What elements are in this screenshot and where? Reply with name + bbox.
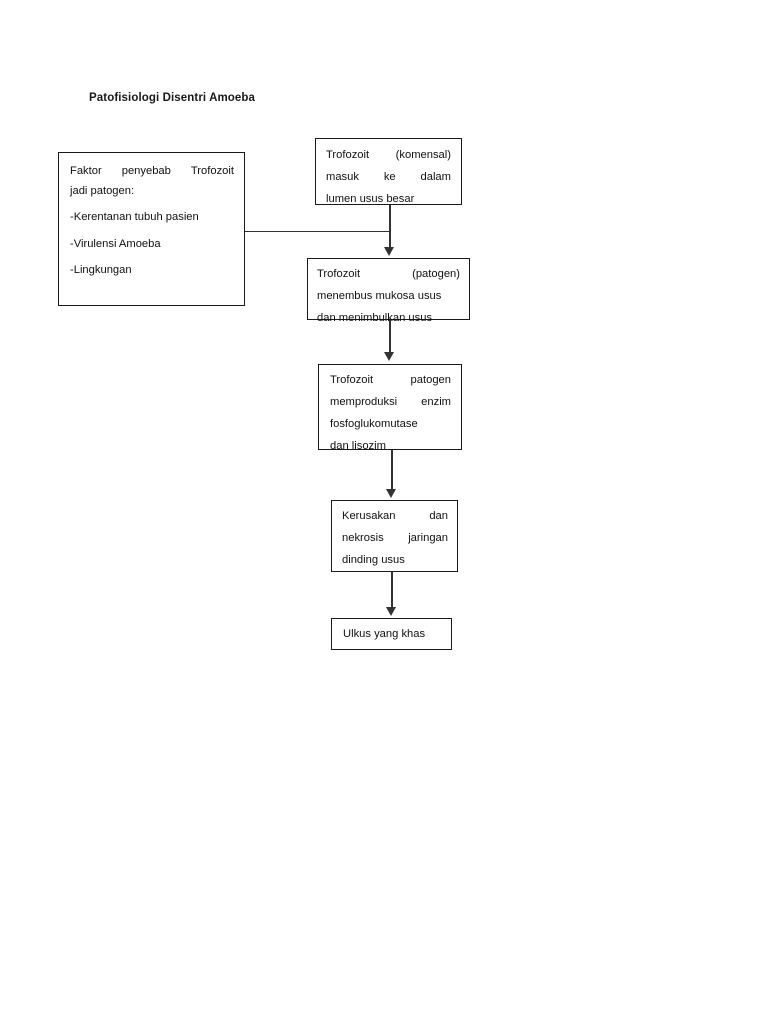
node-3-line-1: Trofozoit patogen: [330, 370, 451, 392]
flow-node-5-content: Ulkus yang khas: [332, 619, 451, 650]
node-4-line-3: dinding usus: [342, 553, 405, 566]
node-4-word-1: Kerusakan: [342, 510, 396, 522]
node-5-line-1: Ulkus yang khas: [343, 628, 426, 640]
node-4-word-3: nekrosis: [342, 531, 384, 544]
node-2-word-2: (patogen): [412, 268, 460, 280]
node-1-word-2: (komensal): [395, 149, 451, 161]
node-1-line-2: masuk ke dalam: [326, 167, 451, 189]
node-1-line-1: Trofozoit (komensal): [326, 145, 451, 167]
factors-box-content: Faktor penyebab Trofozoit jadi patogen: …: [59, 153, 244, 289]
node-1-line-3: lumen usus besar: [326, 192, 415, 205]
flow-node-trofozoit-komensal[interactable]: Trofozoit (komensal) masuk ke dalam lume…: [315, 138, 462, 205]
node-3-word-3: memproduksi: [330, 395, 398, 408]
spacer: [70, 201, 234, 208]
node-4-line-1: Kerusakan dan: [342, 506, 448, 528]
factors-heading-word-2: penyebab: [121, 165, 171, 177]
factors-item-3: -Lingkungan: [70, 264, 132, 277]
node-1-word-1: Trofozoit: [326, 149, 370, 161]
node-4-word-2: dan: [429, 510, 448, 522]
connector-node2-to-node3-line: [389, 320, 391, 353]
factors-heading-line-2: jadi patogen:: [70, 184, 135, 197]
factors-item-1: -Kerentanan tubuh pasien: [70, 211, 199, 224]
flow-node-1-content: Trofozoit (komensal) masuk ke dalam lume…: [316, 139, 461, 216]
node-2-word-1: Trofozoit: [317, 268, 361, 280]
connector-factors-to-flow: [245, 231, 390, 233]
flow-node-enzim-produksi[interactable]: Trofozoit patogen memproduksi enzim fosf…: [318, 364, 462, 452]
node-4-line-2: nekrosis jaringan: [342, 528, 448, 550]
factors-heading-line-1: Faktor penyebab Trofozoit: [70, 162, 234, 182]
arrowhead-down-icon: [386, 607, 396, 616]
flow-node-3-content: Trofozoit patogen memproduksi enzim fosf…: [319, 365, 461, 461]
connector-node4-to-node5-line: [391, 572, 393, 609]
flow-node-4-content: Kerusakan dan nekrosis jaringan dinding …: [332, 501, 457, 576]
arrowhead-down-icon: [386, 489, 396, 498]
node-3-line-4: dan lisozim: [330, 439, 386, 452]
connector-node3-to-node4-line: [391, 450, 393, 491]
node-1-word-5: dalam: [420, 170, 451, 183]
page-title: Patofisiologi Disentri Amoeba: [89, 92, 256, 104]
flow-node-2-content: Trofozoit (patogen) menembus mukosa usus…: [308, 259, 469, 334]
node-3-word-1: Trofozoit: [330, 374, 374, 386]
flow-node-trofozoit-patogen-mukosa[interactable]: Trofozoit (patogen) menembus mukosa usus…: [307, 258, 470, 324]
node-3-line-3: fosfoglukomutase: [330, 417, 418, 430]
node-3-word-2: patogen: [410, 374, 451, 386]
factors-item-2: -Virulensi Amoeba: [70, 237, 161, 250]
factors-box[interactable]: Faktor penyebab Trofozoit jadi patogen: …: [58, 152, 245, 306]
arrowhead-down-icon: [384, 247, 394, 256]
factors-heading-word-1: Faktor: [70, 165, 102, 177]
node-3-word-4: enzim: [421, 395, 451, 408]
node-3-line-2: memproduksi enzim: [330, 392, 451, 414]
flow-node-ulkus[interactable]: Ulkus yang khas: [331, 618, 452, 650]
node-1-word-3: masuk: [326, 170, 359, 183]
spacer: [70, 228, 234, 235]
node-4-word-4: jaringan: [408, 531, 448, 544]
arrowhead-down-icon: [384, 352, 394, 361]
spacer: [70, 254, 234, 261]
node-2-line-3: dan menimbulkan usus: [317, 311, 433, 324]
connector-node1-to-node2-line: [389, 205, 391, 250]
factors-heading-word-3: Trofozoit: [190, 165, 234, 177]
node-1-word-4: ke: [383, 170, 396, 183]
flow-node-kerusakan-nekrosis[interactable]: Kerusakan dan nekrosis jaringan dinding …: [331, 500, 458, 572]
node-2-line-1: Trofozoit (patogen): [317, 264, 460, 286]
node-2-line-2: menembus mukosa usus: [317, 289, 442, 302]
